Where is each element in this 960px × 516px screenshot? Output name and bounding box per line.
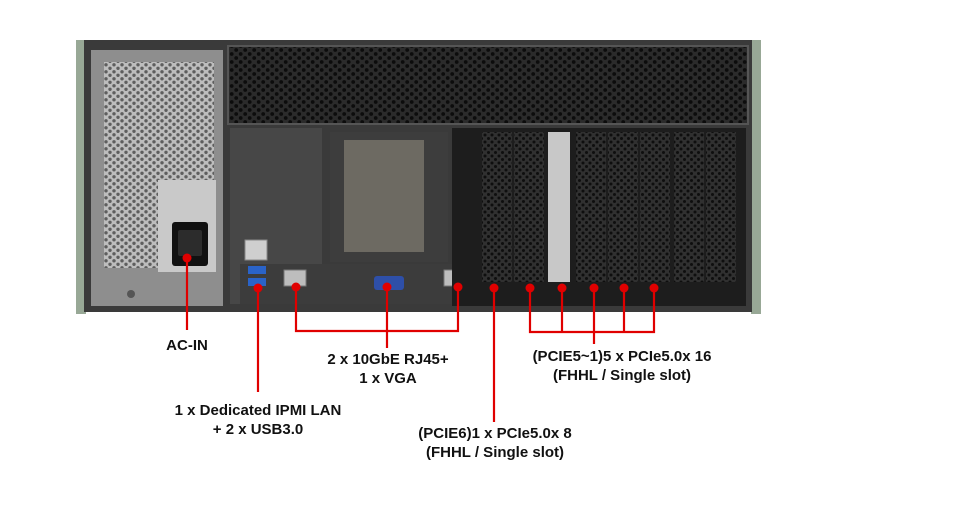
usb-port-2 [248,278,266,286]
pcie-slot-bracket-3 [608,132,638,282]
label-pcie6-line2: (FHHL / Single slot) [425,444,565,461]
label-pcie1-5-line1: (PCIE5~1)5 x PCIe5.0x 16 [532,348,712,365]
power-supply-unit [91,50,223,306]
callout-line-pcie1-5 [528,288,656,344]
ac-inlet-socket [178,230,202,256]
io-plate [240,264,472,304]
io-panel [230,128,472,304]
label-pcie1-5-line2: (FHHL / Single slot) [552,367,692,384]
label-ac-in: AC-IN [147,336,227,355]
pcie-slot-bracket-silver [548,132,570,282]
callout-line-lan-vga [294,287,460,348]
label-ipmi-line2: + 2 x USB3.0 [212,421,304,438]
label-ipmi-usb: 1 x Dedicated IPMI LAN + 2 x USB3.0 [143,401,373,439]
label-pcie1-5: (PCIE5~1)5 x PCIe5.0x 16 (FHHL / Single … [510,347,734,385]
psu-screw [127,290,135,298]
heatsink [344,140,424,252]
pcie-slot-bracket-2 [640,132,670,282]
pcie-slot-bracket-6 [482,132,512,282]
right-rail [751,40,761,314]
pcie-slot-bracket-4 [576,132,606,282]
label-lan-vga-line1: 2 x 10GbE RJ45+ [327,351,449,368]
pcie-slot-bracket-extra [706,132,736,282]
label-lan-vga-line2: 1 x VGA [359,370,417,387]
callouts [185,258,656,422]
label-lan-vga: 2 x 10GbE RJ45+ 1 x VGA [298,350,478,388]
pcie-slot-bracket-1 [674,132,704,282]
label-pcie6: (PCIE6)1 x PCIe5.0x 8 (FHHL / Single slo… [399,424,591,462]
label-pcie6-line1: (PCIE6)1 x PCIe5.0x 8 [418,425,572,442]
top-vent-grille [227,45,749,125]
pcie-slot-bracket-5 [514,132,544,282]
left-rail [76,40,86,314]
ipmi-lan-port [244,239,268,261]
label-ipmi-line1: 1 x Dedicated IPMI LAN [174,402,342,419]
pcie-slot-area [452,128,746,306]
callout-dots [182,253,659,293]
usb-port-1 [248,266,266,274]
label-ac-in-text: AC-IN [166,337,208,354]
